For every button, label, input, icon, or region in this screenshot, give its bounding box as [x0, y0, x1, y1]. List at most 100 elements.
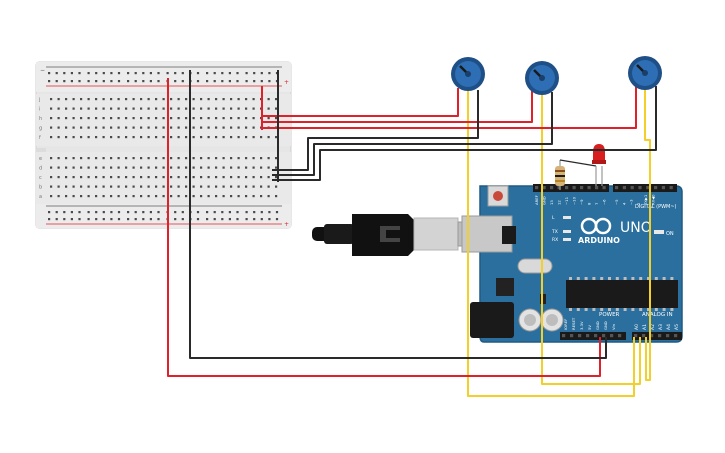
usb-cable[interactable] — [312, 214, 483, 256]
hole — [102, 117, 105, 120]
hole — [72, 176, 75, 179]
hole — [275, 166, 278, 169]
header-pin[interactable] — [535, 186, 539, 190]
header-pin[interactable] — [666, 334, 670, 338]
hole — [155, 195, 158, 198]
wire-yellow-pot1[interactable] — [467, 90, 635, 397]
hole — [155, 126, 158, 129]
hole — [237, 166, 240, 169]
wire-red-pot1[interactable] — [262, 88, 459, 117]
hole — [252, 126, 255, 129]
hole — [177, 107, 180, 110]
hole — [87, 211, 90, 214]
hole — [228, 211, 231, 214]
hole — [80, 166, 83, 169]
hole — [245, 72, 248, 75]
wire-red-5v[interactable] — [167, 78, 601, 377]
header-pin[interactable] — [587, 186, 591, 190]
wire-black-pot3[interactable] — [272, 86, 657, 181]
header-pin[interactable] — [602, 186, 606, 190]
header-pin[interactable] — [654, 186, 658, 190]
hole — [80, 176, 83, 179]
header-pin[interactable] — [557, 186, 561, 190]
header-pin[interactable] — [634, 334, 638, 338]
digital-pin-label: 2 — [636, 202, 641, 205]
header-pin[interactable] — [661, 186, 665, 190]
header-pin[interactable] — [650, 334, 654, 338]
wire-yellow-pot3[interactable] — [644, 88, 651, 381]
header-pin[interactable] — [669, 186, 673, 190]
header-pin[interactable] — [674, 334, 678, 338]
header-pin[interactable] — [610, 334, 614, 338]
hole — [200, 166, 203, 169]
hole — [245, 98, 248, 101]
digital-pin-label: ~3 — [629, 199, 634, 205]
header-pin[interactable] — [646, 186, 650, 190]
led-resistor-assembly[interactable] — [555, 144, 606, 190]
header-pin[interactable] — [565, 186, 569, 190]
hole — [170, 185, 173, 188]
header-pin[interactable] — [658, 334, 662, 338]
header-pin[interactable] — [550, 186, 554, 190]
header-pin[interactable] — [630, 186, 634, 190]
hole — [230, 157, 233, 160]
potentiometer-1[interactable] — [451, 57, 485, 91]
header-pin[interactable] — [594, 334, 598, 338]
header-pin[interactable] — [618, 334, 622, 338]
pot-1-knob-icon — [465, 71, 471, 77]
potentiometer-2[interactable] — [525, 61, 559, 95]
hole — [125, 176, 128, 179]
digital-pin-label: 4 — [621, 202, 626, 205]
wire-black-pot1[interactable] — [272, 90, 479, 171]
hole — [268, 211, 271, 214]
hole — [72, 195, 75, 198]
hole — [221, 80, 224, 83]
wire-yellow-pot2[interactable] — [541, 94, 641, 385]
header-pin[interactable] — [595, 186, 599, 190]
hole — [147, 136, 150, 139]
hole — [245, 166, 248, 169]
header-pin[interactable] — [602, 334, 606, 338]
header-pin[interactable] — [562, 334, 566, 338]
hole — [102, 80, 105, 83]
wire-red-pot3[interactable] — [262, 86, 637, 129]
wires[interactable] — [167, 70, 657, 397]
led-l-label: L — [552, 215, 555, 221]
hole — [215, 136, 218, 139]
hole — [95, 126, 98, 129]
hole — [177, 195, 180, 198]
hole — [192, 185, 195, 188]
hole — [192, 136, 195, 139]
hole — [140, 117, 143, 120]
hole — [245, 211, 248, 214]
wire-black-gnd[interactable] — [189, 70, 607, 359]
header-pin[interactable] — [570, 334, 574, 338]
hole — [50, 195, 53, 198]
header-pin[interactable] — [638, 186, 642, 190]
wire-black-pot2[interactable] — [272, 92, 553, 176]
hole — [245, 80, 248, 83]
hole — [181, 80, 184, 83]
hole — [222, 185, 225, 188]
hole — [237, 98, 240, 101]
header-pin[interactable] — [642, 334, 646, 338]
hole — [72, 166, 75, 169]
wire-red-pot2[interactable] — [262, 90, 533, 123]
potentiometer-3[interactable] — [628, 56, 662, 90]
header-pin[interactable] — [542, 186, 546, 190]
header-pin[interactable] — [572, 186, 576, 190]
hole — [200, 107, 203, 110]
header-pin[interactable] — [586, 334, 590, 338]
hole — [125, 195, 128, 198]
header-pin[interactable] — [580, 186, 584, 190]
hole — [110, 166, 113, 169]
hole — [110, 80, 113, 83]
hole — [253, 72, 256, 75]
reset-button[interactable] — [493, 191, 503, 201]
hole — [215, 126, 218, 129]
header-pin[interactable] — [622, 186, 626, 190]
header-pin[interactable] — [578, 334, 582, 338]
hole — [170, 176, 173, 179]
header-pin[interactable] — [615, 186, 619, 190]
